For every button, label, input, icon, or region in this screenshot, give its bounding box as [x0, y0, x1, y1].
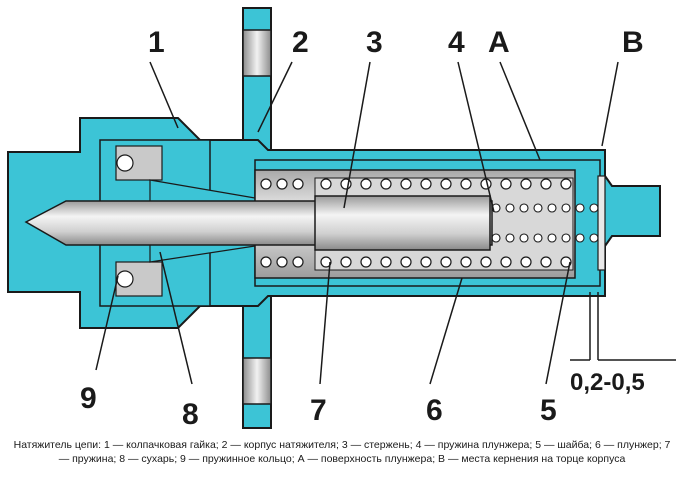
callout-4: 4	[448, 26, 465, 59]
callout-2: 2	[292, 26, 309, 59]
dimension-label: 0,2-0,5	[570, 369, 645, 396]
callout-8: 8	[182, 398, 199, 431]
callout-A: A	[488, 26, 510, 59]
callout-1: 1	[148, 26, 165, 59]
callout-3: 3	[366, 26, 383, 59]
rod	[24, 195, 493, 251]
callout-B: B	[622, 26, 644, 59]
callout-7: 7	[310, 394, 327, 427]
spring-7	[260, 178, 572, 268]
washer-5	[597, 175, 606, 271]
callout-6: 6	[426, 394, 443, 427]
callout-5: 5	[540, 394, 557, 427]
figure-caption: Натяжитель цепи: 1 — колпачковая гайка; …	[13, 439, 671, 465]
plunger-spring-4	[491, 203, 599, 243]
callout-9: 9	[80, 382, 97, 415]
leader-lines	[95, 61, 676, 385]
